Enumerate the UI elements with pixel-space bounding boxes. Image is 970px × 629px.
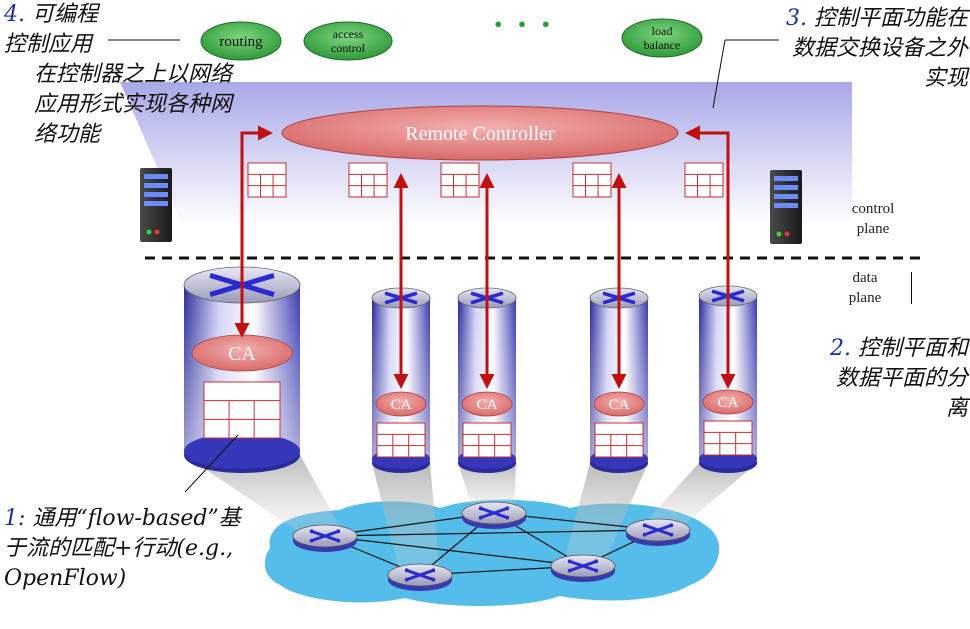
- note2-number: 2.: [830, 336, 851, 361]
- flow-table-icon: [572, 162, 612, 198]
- app-routing: routing: [200, 21, 282, 61]
- switch-beams: [184, 455, 757, 575]
- network-routers: [292, 501, 691, 591]
- note3-number: 3.: [786, 6, 807, 31]
- ca-label: CA: [718, 395, 739, 411]
- router-icon: [461, 501, 527, 529]
- note-4: 4. 可编程控制应用: [4, 0, 114, 60]
- ca-label: CA: [477, 397, 498, 413]
- ca-agent: [593, 391, 645, 417]
- switch-flow-table: [703, 420, 753, 456]
- router-icon: [625, 518, 691, 546]
- switch-beam: [184, 455, 345, 536]
- control-arrow: [685, 125, 736, 389]
- data-plane-leader: [911, 272, 912, 304]
- remote-controller: [281, 105, 679, 161]
- ca-label: CA: [228, 343, 256, 365]
- control-plane-word-1: control: [851, 201, 895, 217]
- network-link: [324, 535, 584, 567]
- app-routing-label: routing: [219, 34, 263, 50]
- switch-flow-table: [203, 381, 281, 439]
- ca-agent: [702, 389, 754, 415]
- data-plane-word-1: data: [852, 270, 878, 286]
- note-3: 3. 控制平面功能在数据交换设备之外实现: [772, 4, 968, 94]
- note1-title: 通用“flow-based”基于流的匹配+行动(e.g., OpenFlow): [4, 506, 241, 591]
- remote-controller-label: Remote Controller: [405, 123, 555, 145]
- switch-flow-table: [594, 422, 644, 458]
- router-icon: [550, 554, 616, 582]
- control-plane-word-2: plane: [856, 221, 890, 237]
- router-icon: [292, 524, 358, 552]
- note-2: 2. 控制平面和数据平面的分离: [826, 334, 968, 424]
- switch-flow-table: [376, 422, 426, 458]
- ca-agent: [375, 391, 427, 417]
- flow-table-icon: [684, 162, 724, 198]
- control-plane-label: control plane: [838, 199, 908, 239]
- data-plane-word-2: plane: [848, 290, 882, 306]
- data-plane-label: data plane: [830, 268, 900, 308]
- note4-number: 4.: [4, 2, 25, 27]
- flow-table-icon: [440, 162, 480, 198]
- network-link: [324, 529, 659, 537]
- control-arrows: [234, 125, 736, 389]
- note4-subtext: 在控制器之上以网络应用形式实现各种网络功能: [34, 62, 233, 147]
- switch-beam: [638, 463, 757, 530]
- router-icon: [387, 563, 453, 591]
- note4-title: 可编程控制应用: [4, 2, 98, 57]
- note3-title: 控制平面功能在数据交换设备之外实现: [791, 6, 968, 91]
- note3-leader: [712, 39, 726, 109]
- flow-table-icon: [348, 162, 388, 198]
- apps-ellipsis: • • •: [493, 15, 555, 34]
- server-icon: [770, 170, 802, 244]
- ca-agent: [461, 391, 513, 417]
- ca-label: CA: [391, 397, 412, 413]
- note2-title: 控制平面和数据平面的分离: [835, 336, 968, 421]
- ca-label: CA: [609, 397, 630, 413]
- switch-flow-table: [462, 422, 512, 458]
- note1-number: 1:: [4, 506, 26, 531]
- flow-table-icon: [247, 162, 287, 198]
- server-icon: [140, 168, 172, 242]
- note-1: 1: 通用“flow-based”基于流的匹配+行动(e.g., OpenFlo…: [4, 504, 254, 594]
- control-arrow: [234, 125, 273, 338]
- switch-beam: [458, 463, 516, 513]
- note1-leader: [184, 434, 239, 493]
- switch-beam: [563, 463, 648, 566]
- data-plane-switches: CA CA CA CA CA: [183, 266, 758, 473]
